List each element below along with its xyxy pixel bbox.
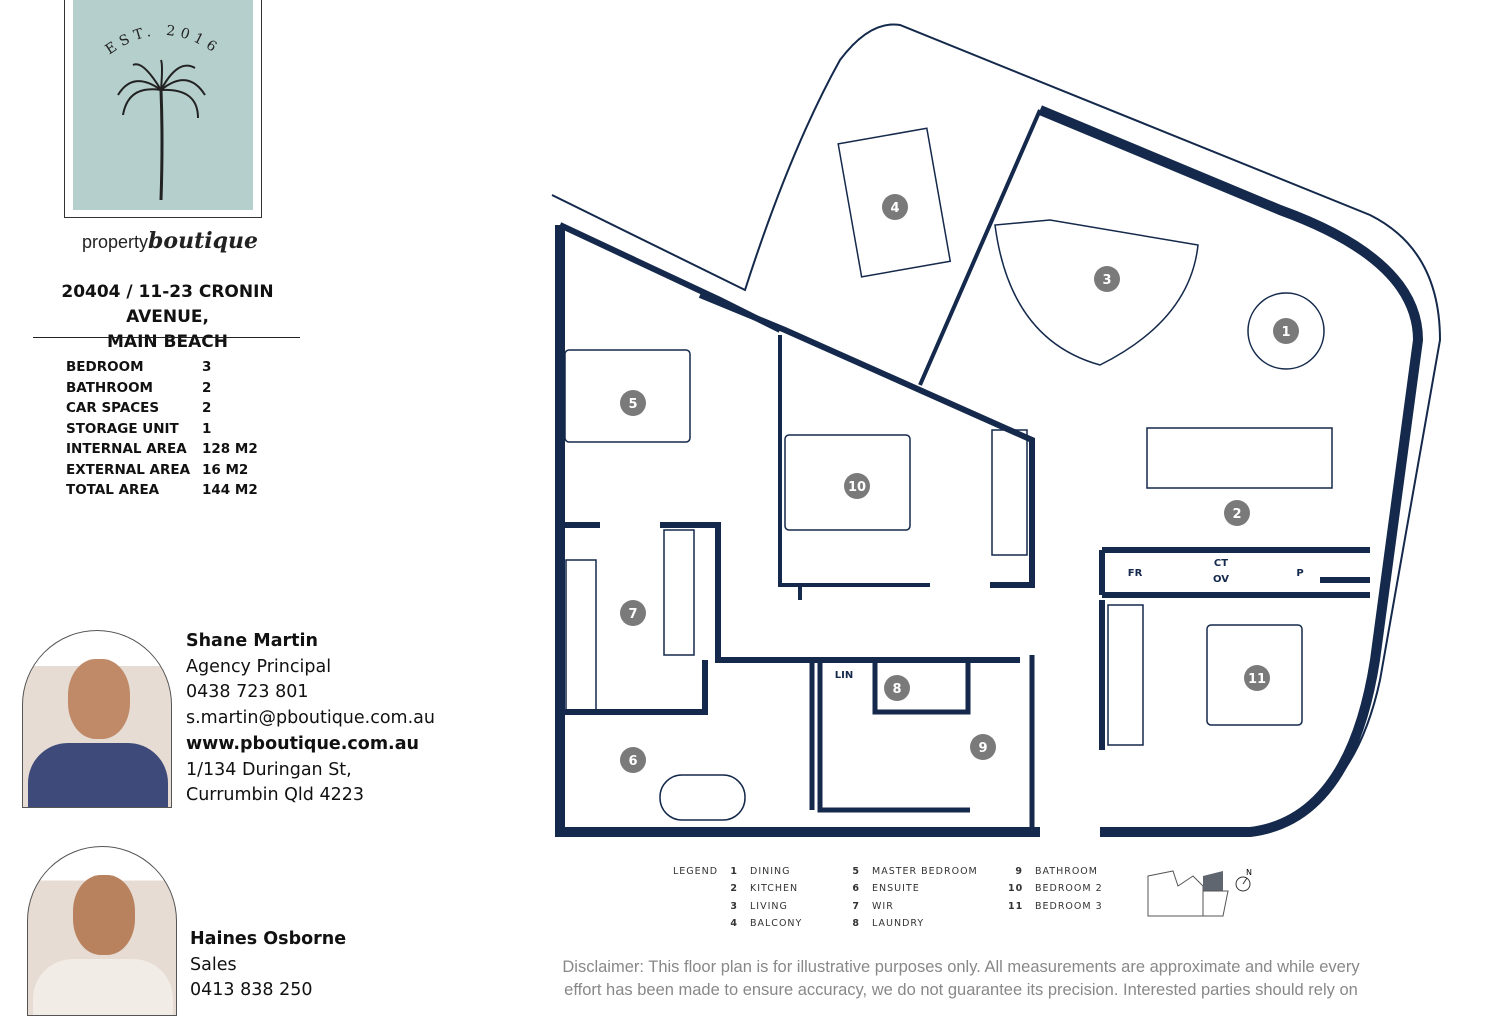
room-badge-9: 9 bbox=[970, 734, 996, 760]
linen-label: LIN bbox=[835, 670, 853, 681]
svg-text:EST. 2016: EST. 2016 bbox=[103, 23, 224, 58]
room-badge-11: 11 bbox=[1244, 665, 1270, 691]
pantry-label: P bbox=[1296, 568, 1303, 579]
svg-text:5: 5 bbox=[628, 397, 637, 412]
svg-text:3: 3 bbox=[1102, 273, 1111, 288]
svg-text:7: 7 bbox=[628, 607, 637, 622]
agent-contact: Shane Martin Agency Principal 0438 723 8… bbox=[186, 631, 435, 806]
property-address: 20404 / 11-23 CRONIN AVENUE,MAIN BEACH bbox=[61, 282, 274, 352]
room-badge-6: 6 bbox=[620, 747, 646, 773]
room-badge-5: 5 bbox=[620, 390, 646, 416]
oven-label: OV bbox=[1213, 574, 1229, 585]
agency-website-link[interactable]: www.pboutique.com.au bbox=[186, 733, 419, 754]
disclaimer: Disclaimer: This floor plan is for illus… bbox=[562, 958, 1360, 999]
agent-contact: Haines Osborne Sales 0413 838 250 bbox=[190, 927, 346, 1004]
logo-palm-icon: EST. 2016 bbox=[103, 23, 224, 201]
svg-text:8: 8 bbox=[892, 682, 901, 697]
divider bbox=[33, 337, 300, 338]
svg-text:N: N bbox=[1246, 868, 1252, 877]
agent-phone[interactable]: 0413 838 250 bbox=[190, 980, 313, 1001]
svg-text:6: 6 bbox=[628, 754, 637, 769]
svg-text:2: 2 bbox=[1232, 507, 1241, 522]
floor-plan: 1 2 3 4 5 6 7 8 9 10 11 FR CT OV P LIN bbox=[551, 23, 1442, 837]
svg-text:10: 10 bbox=[848, 480, 866, 495]
agent-email[interactable]: s.martin@pboutique.com.au bbox=[186, 708, 435, 729]
room-badge-3: 3 bbox=[1094, 266, 1120, 292]
room-badge-1: 1 bbox=[1273, 318, 1299, 344]
room-badges: 1 2 3 4 5 6 7 8 9 10 11 bbox=[620, 194, 1299, 773]
svg-text:11: 11 bbox=[1248, 672, 1266, 687]
room-badge-2: 2 bbox=[1224, 500, 1250, 526]
room-badge-8: 8 bbox=[884, 675, 910, 701]
svg-text:4: 4 bbox=[890, 201, 899, 216]
agent-photo bbox=[27, 846, 177, 1016]
north-icon: N bbox=[1235, 868, 1252, 892]
room-badge-10: 10 bbox=[844, 473, 870, 499]
svg-text:1: 1 bbox=[1281, 325, 1290, 340]
agent-photo bbox=[22, 630, 172, 808]
key-plan: N bbox=[1147, 868, 1252, 917]
room-badge-7: 7 bbox=[620, 600, 646, 626]
fridge-label: FR bbox=[1128, 568, 1143, 579]
agent-phone[interactable]: 0438 723 801 bbox=[186, 682, 309, 703]
room-badge-4: 4 bbox=[882, 194, 908, 220]
cooktop-label: CT bbox=[1214, 558, 1228, 569]
svg-text:9: 9 bbox=[978, 741, 987, 756]
brand-name: propertyboutique bbox=[82, 228, 258, 254]
